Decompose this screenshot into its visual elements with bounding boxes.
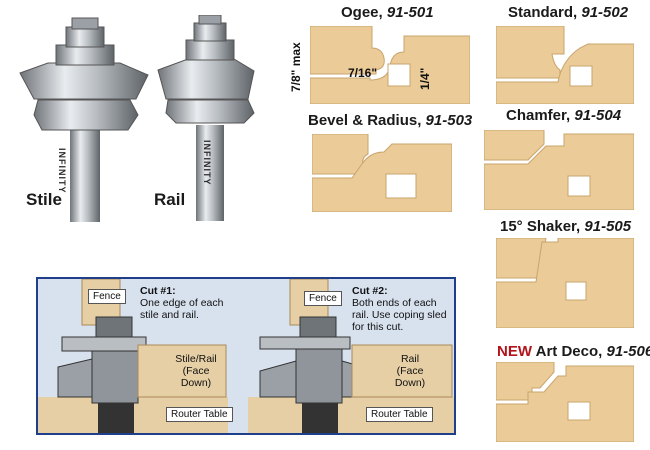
dimension-height: 7/8" max: [289, 42, 303, 92]
router-bits-illustration: [19, 15, 255, 222]
profile-art-deco: [496, 362, 634, 442]
stile-shank-brand: INFINITY: [57, 148, 67, 194]
profile-title-ogee: Ogee, 91-501: [341, 4, 434, 21]
stile-rail-face-down-label: Stile/Rail (Face Down): [175, 353, 217, 389]
fence-label-left: Fence: [88, 289, 126, 304]
rail-shank-brand: INFINITY: [202, 140, 212, 186]
diagram-drawing: [38, 279, 454, 433]
cut2-description: Cut #2:Both ends of each rail. Use copin…: [352, 285, 447, 333]
rail-shank: [196, 125, 224, 221]
stile-bit: [19, 17, 149, 222]
profile-title-chamfer: Chamfer, 91-504: [506, 107, 622, 124]
dimension-depth: 7/16": [348, 66, 378, 80]
rail-face-down-label: Rail (Face Down): [394, 353, 426, 389]
stile-label: Stile: [26, 190, 62, 209]
profile-ogee: [310, 26, 470, 104]
rail-bit: [157, 15, 255, 221]
profile-title-standard: Standard, 91-502: [508, 4, 629, 21]
router-table-label-left: Router Table: [166, 407, 233, 422]
profile-shaker: [496, 238, 634, 328]
rail-workpiece: [351, 344, 453, 398]
router-table-diagram: Fence Fence Cut #1:One edge of each stil…: [36, 277, 456, 435]
router-table-label-right: Router Table: [366, 407, 433, 422]
stile-rail-workpiece: [137, 344, 227, 398]
profile-bevel-radius: [312, 134, 452, 212]
profile-title-art-deco: NEW Art Deco, 91-506: [497, 343, 650, 360]
profile-title-shaker: 15° Shaker, 91-505: [500, 218, 632, 235]
profile-standard: [496, 26, 634, 104]
rail-label: Rail: [154, 190, 186, 209]
profile-chamfer: [484, 130, 634, 210]
cut1-description: Cut #1:One edge of each stile and rail.: [140, 285, 224, 321]
fence-label-right: Fence: [304, 291, 342, 306]
profile-title-bevel-radius: Bevel & Radius, 91-503: [308, 112, 473, 129]
stile-shank: [70, 127, 100, 222]
dimension-tongue: 1/4": [418, 67, 432, 90]
